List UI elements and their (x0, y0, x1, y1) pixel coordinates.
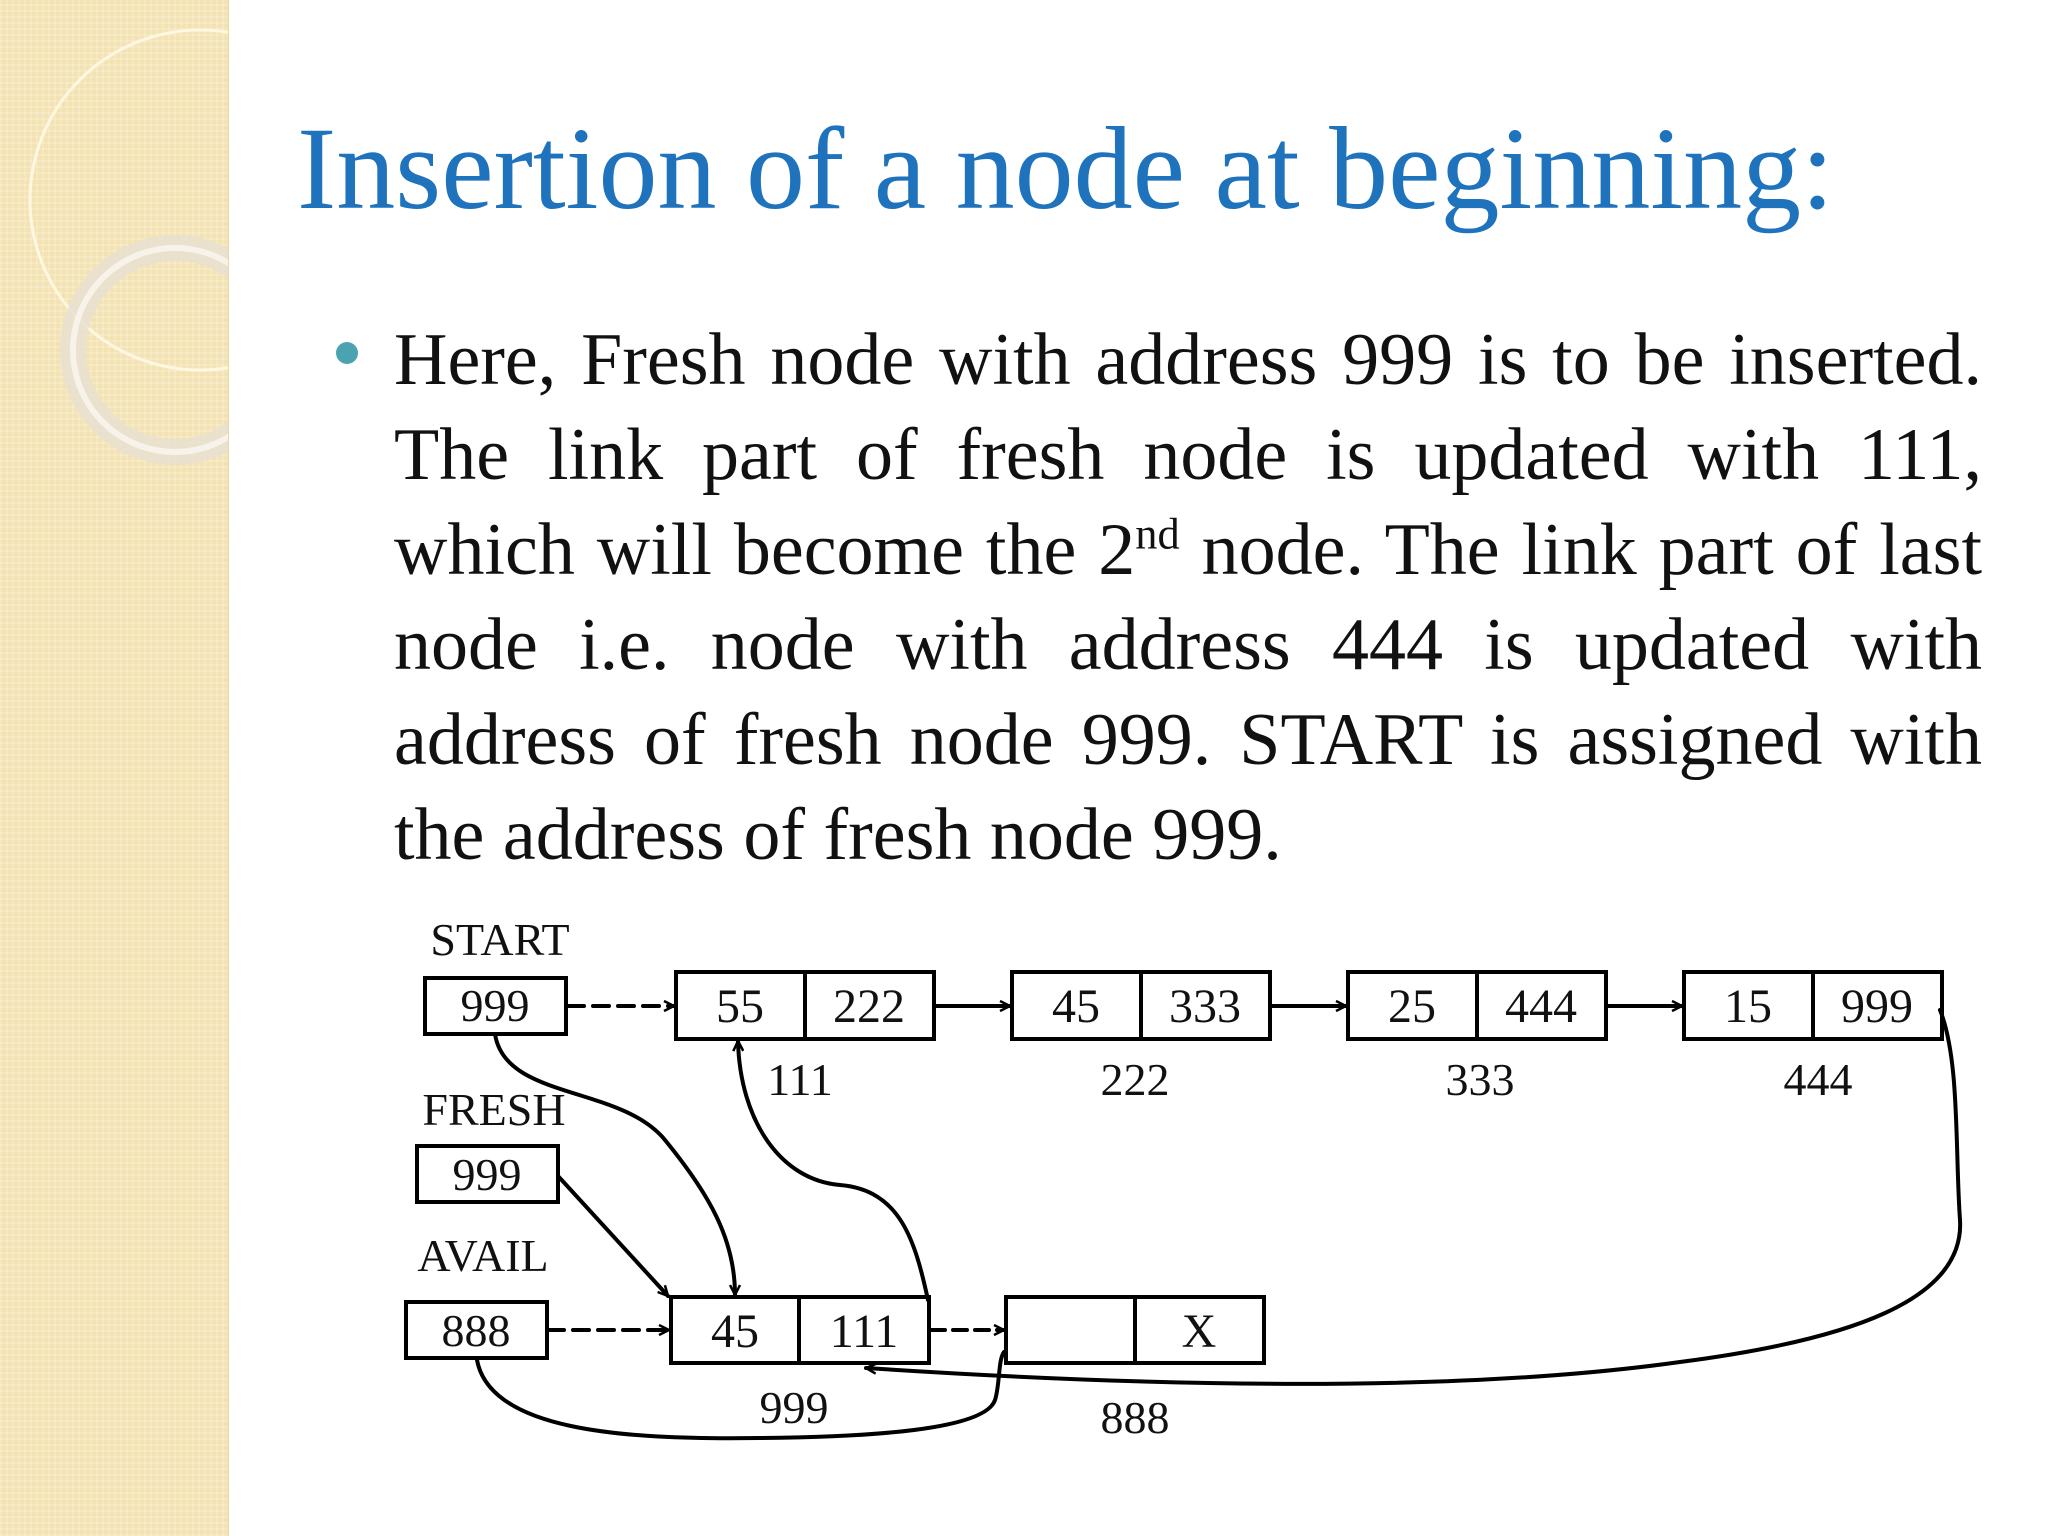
start-pointer: START 999 (423, 914, 570, 1036)
node-address: 222 (1101, 1054, 1170, 1105)
avail-label: AVAIL (417, 1230, 548, 1281)
list-node: 15 999 444 (1682, 970, 1944, 1105)
node-address: 111 (767, 1054, 833, 1105)
fresh-node: 45 111 999 (669, 1295, 931, 1433)
node-address: 888 (1101, 1392, 1170, 1443)
list-node: 25 444 333 (1346, 970, 1608, 1105)
node-link: 999 (1841, 980, 1913, 1033)
bullet-text-superscript: nd (1135, 508, 1180, 559)
node-data: 45 (711, 1305, 759, 1358)
node-address: 333 (1446, 1054, 1515, 1105)
node-link: 111 (830, 1305, 898, 1358)
bullet-text-part2: node. The link part of last node i.e. no… (394, 509, 1983, 876)
list-node: 45 333 222 (1010, 970, 1272, 1105)
node-data: 15 (1724, 980, 1772, 1033)
node-data: 25 (1388, 980, 1436, 1033)
node-data: 45 (1052, 980, 1100, 1033)
avail-to-free-arrow (475, 1350, 1006, 1441)
node-link: 222 (833, 980, 905, 1033)
fresh-value: 999 (453, 1149, 522, 1200)
node-link: 333 (1169, 980, 1241, 1033)
sidebar-decoration (0, 0, 229, 1536)
free-node: X 888 (1004, 1295, 1266, 1443)
node-address: 444 (1784, 1054, 1853, 1105)
bullet-text-part1: Here, Fresh node with address 999 is to … (394, 319, 1982, 591)
decorative-rings (28, 28, 228, 465)
bullet-text: Here, Fresh node with address 999 is to … (394, 313, 1982, 883)
last-node-to-fresh-arrow (864, 1008, 1963, 1386)
node-link: X (1182, 1305, 1217, 1358)
page-title: Insertion of a node at beginning: (297, 103, 1834, 234)
arrows (475, 1006, 1963, 1441)
start-value: 999 (461, 980, 530, 1031)
node-address: 999 (760, 1382, 829, 1433)
avail-value: 888 (442, 1305, 511, 1356)
fresh-label: FRESH (422, 1084, 565, 1135)
list-node: 55 222 111 (674, 970, 936, 1105)
avail-pointer: AVAIL 888 (404, 1230, 549, 1360)
start-to-fresh-arrow (493, 1032, 735, 1297)
fresh-pointer-arrow (556, 1174, 670, 1296)
node-data: 55 (716, 980, 764, 1033)
fresh-link-arrow (738, 1039, 930, 1302)
start-label: START (430, 914, 569, 965)
bullet-icon (336, 342, 358, 364)
fresh-pointer: FRESH 999 (415, 1084, 566, 1204)
node-link: 444 (1505, 980, 1577, 1033)
